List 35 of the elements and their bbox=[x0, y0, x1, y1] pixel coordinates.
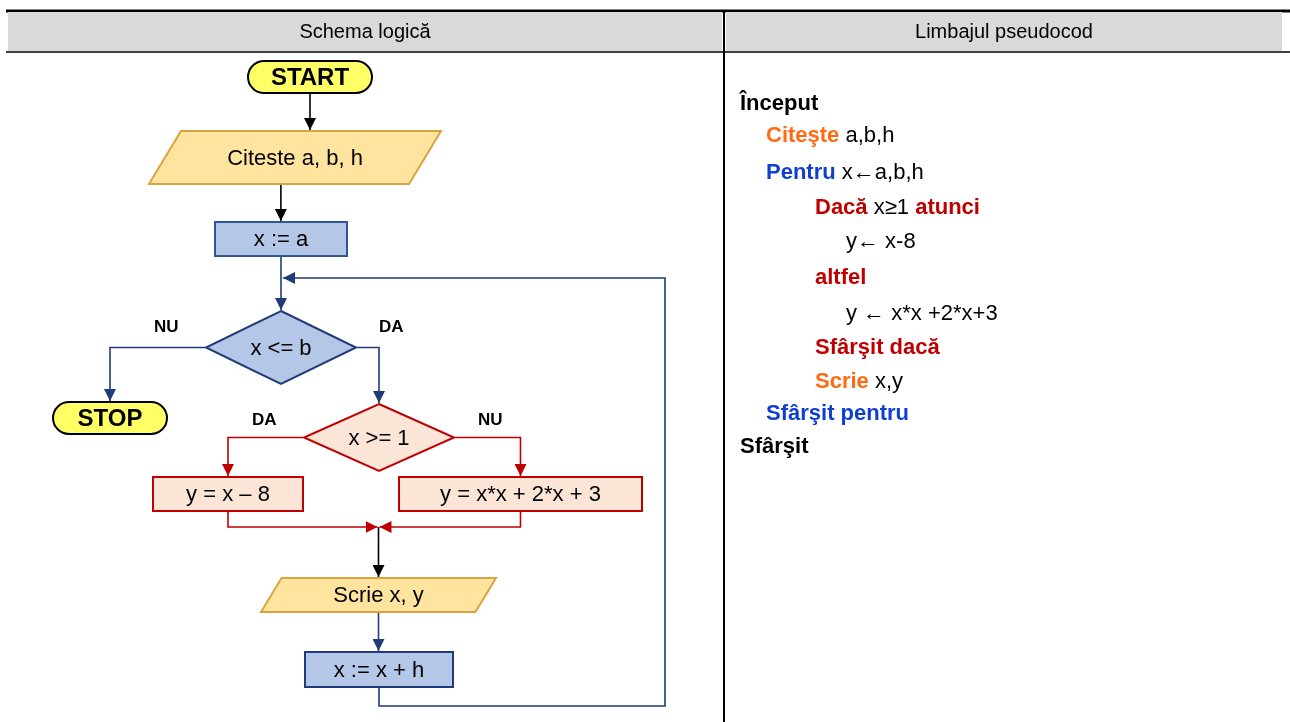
arrow bbox=[282, 272, 666, 707]
arrow bbox=[454, 436, 527, 477]
pseudocode-line: y ← x*x +2*x+3 bbox=[846, 300, 998, 326]
arrow bbox=[378, 511, 522, 533]
pseudocode-line: Citeşte a,b,h bbox=[766, 122, 895, 148]
process-box: x := a bbox=[214, 221, 348, 257]
arrow bbox=[222, 436, 304, 477]
arrow bbox=[304, 93, 316, 131]
arrow bbox=[356, 346, 385, 404]
arrow bbox=[274, 184, 287, 222]
pseudocode-line: Sfârşit dacă bbox=[815, 334, 940, 360]
pseudocode-line: Sfârşit bbox=[740, 433, 809, 459]
pseudocode-line: altfel bbox=[815, 264, 867, 290]
pseudocode-line: y← x-8 bbox=[846, 228, 916, 254]
arrow bbox=[104, 346, 206, 402]
input-output-parallelogram: Scrie x, y bbox=[260, 577, 497, 613]
arrow bbox=[227, 511, 379, 533]
arrow bbox=[275, 256, 287, 311]
arrow bbox=[372, 612, 385, 652]
column-header: Schema logică bbox=[8, 12, 722, 51]
process-box: y = x*x + 2*x + 3 bbox=[398, 476, 643, 512]
column-header: Limbajul pseudocod bbox=[726, 12, 1282, 51]
pseudocode-line: Pentru x←a,b,h bbox=[766, 159, 924, 185]
input-output-parallelogram: Citeste a, b, h bbox=[148, 130, 442, 185]
process-box: x := x + h bbox=[304, 651, 454, 688]
decision-diamond: x >= 1 bbox=[303, 403, 455, 472]
process-box: y = x – 8 bbox=[152, 476, 304, 512]
pseudocode-line: Scrie x,y bbox=[815, 368, 904, 394]
pseudocode-line: Început bbox=[740, 90, 819, 116]
terminal-shape: START bbox=[247, 60, 373, 94]
terminal-shape: STOP bbox=[52, 401, 168, 435]
decision-diamond: x <= b bbox=[205, 310, 357, 385]
arrow bbox=[372, 526, 385, 578]
pseudocode-line: Dacă x≥1 atunci bbox=[815, 194, 980, 220]
pseudocode-line: Sfârşit pentru bbox=[766, 400, 910, 426]
